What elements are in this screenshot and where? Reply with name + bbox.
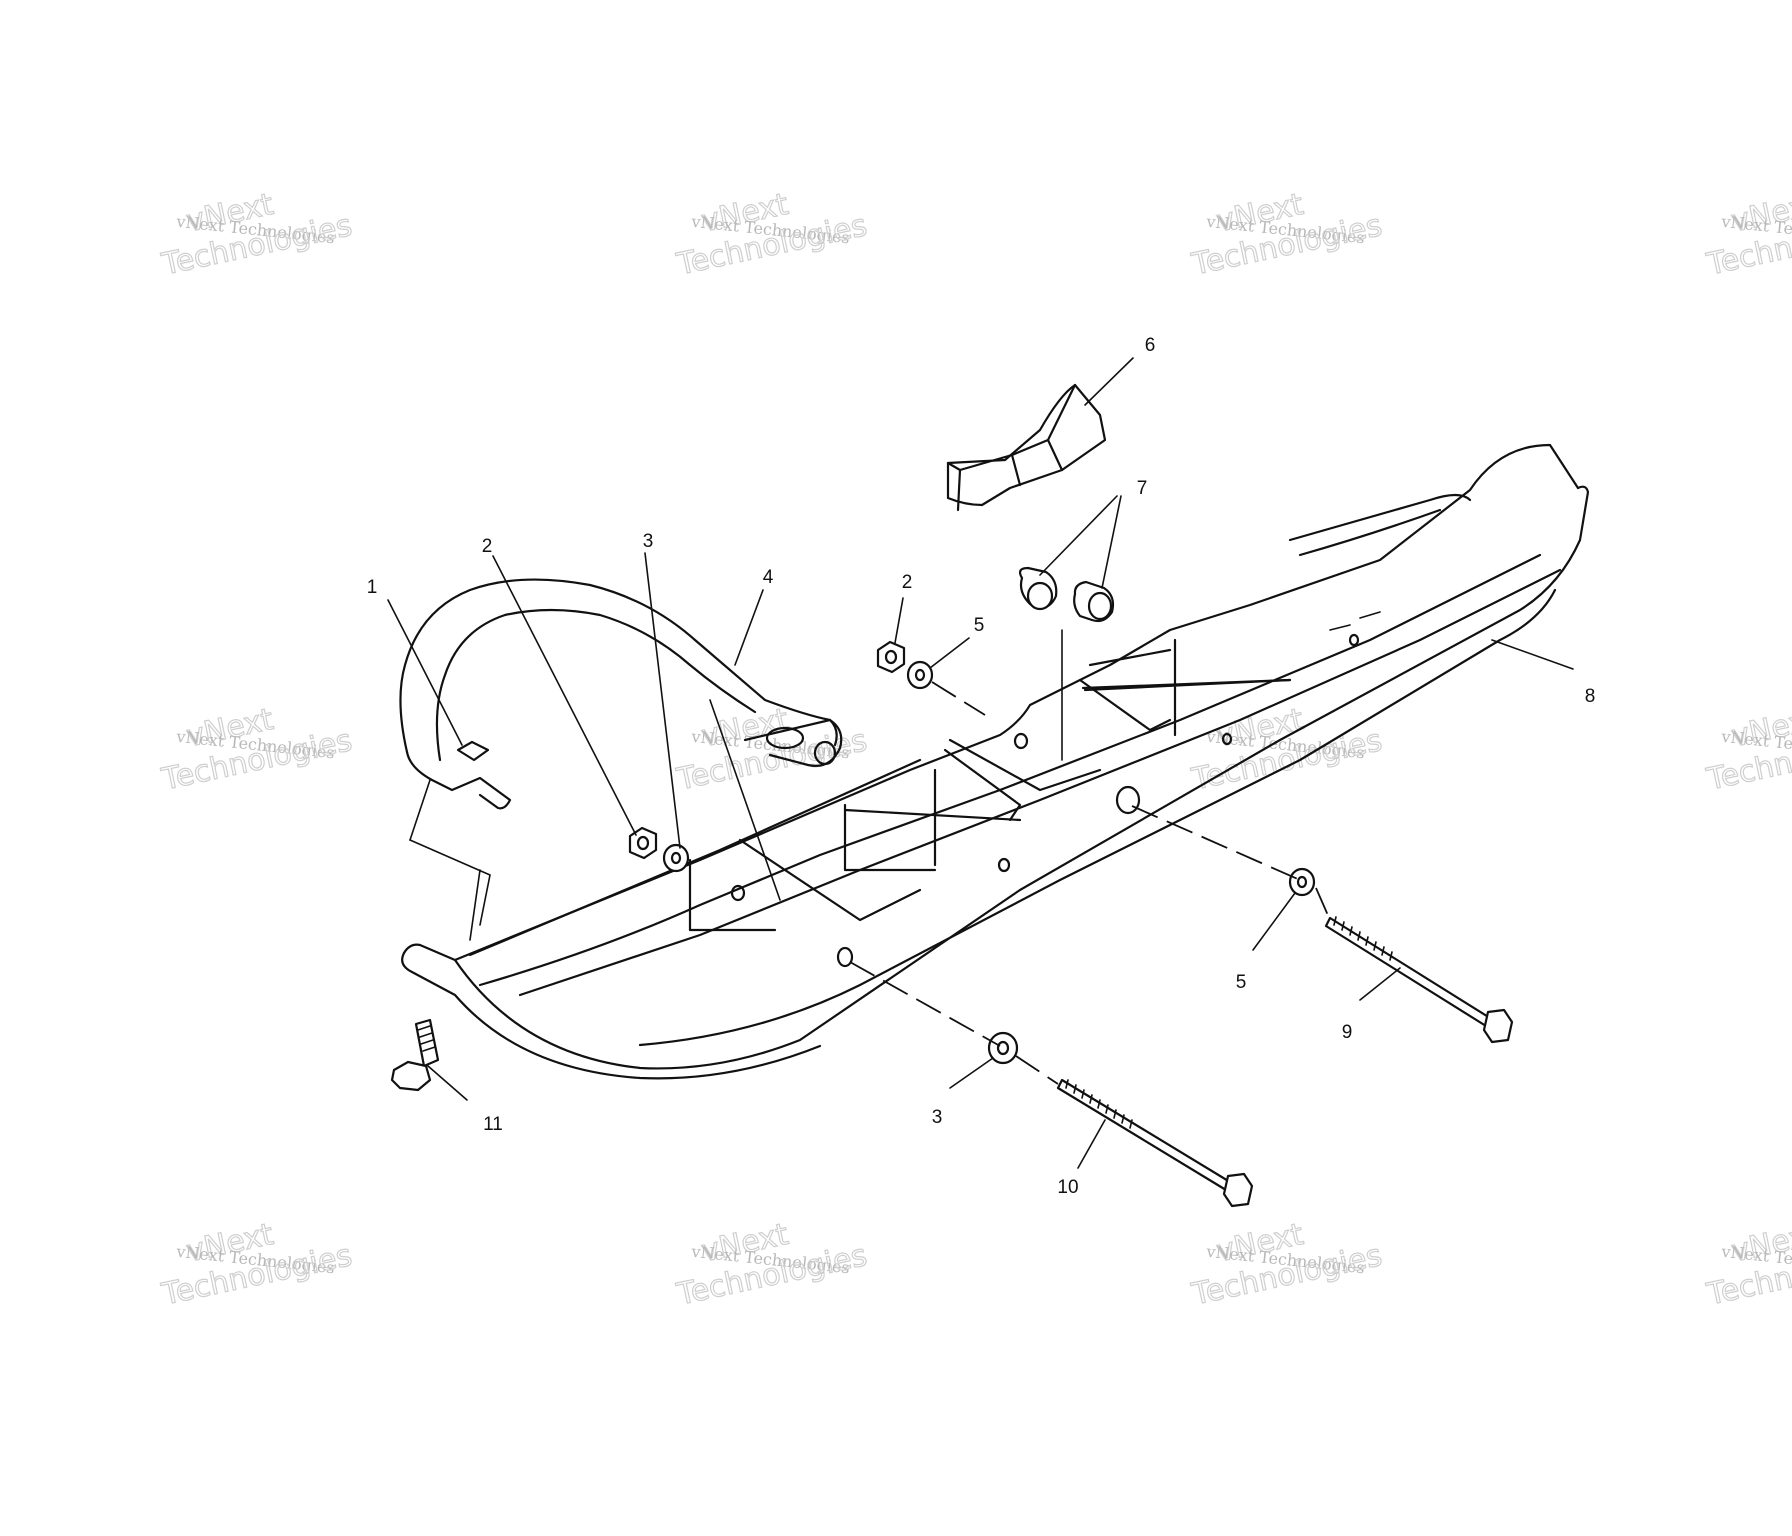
callout-6: 6: [1145, 335, 1156, 356]
callout-9: 9: [1342, 1022, 1353, 1043]
bushings: [1018, 566, 1115, 761]
callout-5-top: 5: [974, 615, 985, 636]
callout-10: 10: [1057, 1177, 1078, 1198]
ski-runner: [401, 443, 1590, 1080]
hardware: [390, 640, 1514, 1208]
callout-1: 1: [367, 577, 378, 598]
callout-labels: 1 2 3 4 2 5 6 7 8 5 9 3 10 11: [367, 335, 1596, 1198]
leader-lines: [387, 357, 1574, 1169]
callout-11: 11: [483, 1114, 503, 1135]
ski-handle: [399, 578, 843, 941]
callout-2-left: 2: [482, 536, 493, 557]
callout-8: 8: [1585, 686, 1596, 707]
callout-4: 4: [763, 567, 774, 588]
callout-3-left: 3: [643, 531, 654, 552]
callout-3-bottom: 3: [932, 1107, 943, 1128]
callout-5-right: 5: [1236, 972, 1247, 993]
callout-7: 7: [1137, 478, 1148, 499]
callout-2-right: 2: [902, 572, 913, 593]
wear-pad: [946, 383, 1107, 512]
